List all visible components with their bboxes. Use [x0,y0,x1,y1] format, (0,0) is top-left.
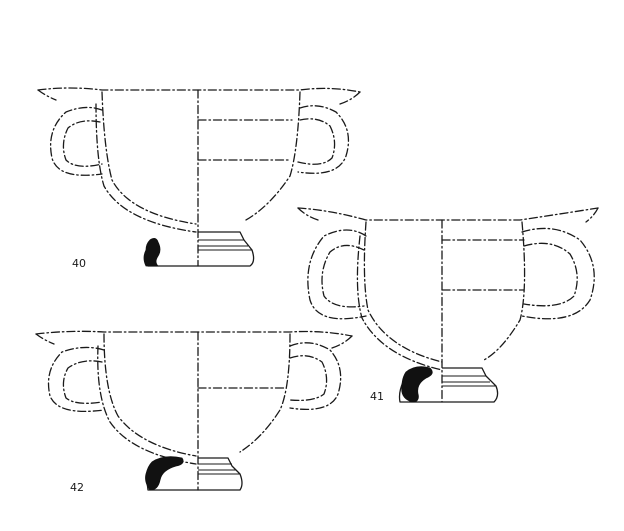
vessel-41-foot [398,367,499,403]
vessel-41-handle-right-inner [523,242,578,307]
vessel-40-body-left [101,91,197,225]
vessel-40 [37,87,361,267]
vessel-42-handle-right [289,342,342,411]
vessel-41 [297,207,599,403]
vessel-42-section-profile [145,456,184,491]
vessel-41-section-profile [401,366,433,403]
vessel-42-rim [35,330,353,337]
vessel-41-body-right [483,221,526,361]
vessel-41-rim [297,207,599,221]
vessel-41-rim-right [585,207,599,223]
vessel-41-handle-right [521,227,595,320]
vessel-42 [35,330,353,491]
vessel-42-handle-left [47,346,105,413]
vessel-40-inner-left [95,103,197,233]
vessel-42-body-right [239,333,291,453]
vessel-42-body-left [103,333,197,457]
vessel-40-body-right [245,91,301,221]
vessel-40-handle-right [297,105,350,174]
vessel-42-inner-left [97,345,197,465]
figure-number-40: 40 [72,257,86,270]
vessel-40-rim-left [37,89,57,101]
vessel-40-rim-right [339,91,361,105]
vessel-41-rim-left [297,207,319,221]
figure-number-41: 41 [370,390,384,403]
vessel-41-inner-left [356,235,443,371]
vessel-42-rim-left [35,333,55,345]
vessel-42-rim-right [331,335,353,349]
vessel-42-handle-left-inner [62,360,103,404]
vessel-40-handle-right-inner [297,118,336,165]
figure-number-42: 42 [70,481,84,494]
vessel-40-handle-left [49,106,103,176]
vessel-40-rim [37,87,361,93]
vessel-41-handle-left [307,229,367,320]
vessel-40-handle-left-inner [62,120,103,167]
vessel-40-foot [146,231,255,267]
vessel-42-handle-right-inner [289,355,328,402]
vessel-40-section-profile [143,238,161,267]
vessel-41-handle-left-inner [321,244,365,308]
vessel-41-body-left [363,221,443,363]
